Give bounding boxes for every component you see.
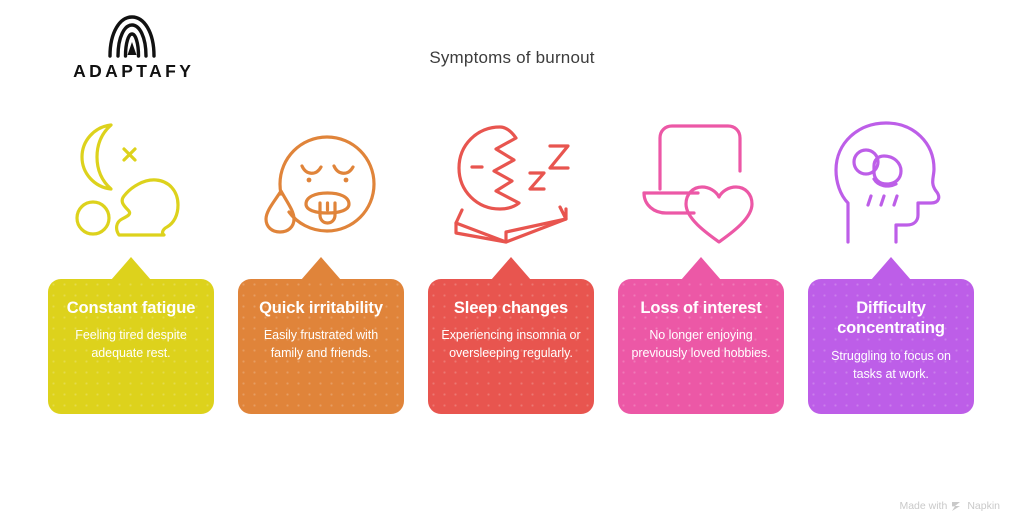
card-sleep-changes[interactable]: Sleep changes Experiencing insomnia or o… [428, 255, 594, 414]
card-notch [681, 257, 721, 280]
card-loss-of-interest[interactable]: Loss of interest No longer enjoying prev… [618, 255, 784, 414]
adaptafy-inner-triangle [127, 42, 137, 55]
napkin-label: Napkin [967, 500, 1000, 512]
brand-name: ADAPTAFY [73, 61, 195, 81]
crescent-moon-sparkle-exhausted-person-icon [75, 123, 180, 237]
made-with-label: Made with [899, 500, 948, 512]
symptom-column-quick-irritability: Quick irritability Easily frustrated wit… [238, 105, 404, 414]
card-notch [111, 257, 151, 280]
card-notch [301, 257, 341, 280]
card-title: Loss of interest [640, 299, 762, 317]
symptom-column-difficulty-concentrating: Difficulty concentrating Struggling to f… [808, 105, 974, 414]
card-title: Constant fatigue [66, 299, 196, 317]
card-difficulty-concentrating[interactable]: Difficulty concentrating Struggling to f… [808, 255, 974, 414]
card-description: No longer enjoying previously loved hobb… [631, 328, 771, 361]
card-body: Difficulty concentrating Struggling to f… [808, 279, 974, 414]
icon-loss-of-interest [618, 105, 784, 255]
symptom-column-constant-fatigue: Constant fatigue Feeling tired despite a… [48, 105, 214, 414]
icon-difficulty-concentrating [808, 105, 974, 255]
icon-sleep-changes [428, 105, 594, 255]
made-with-napkin-credit[interactable]: Made with Napkin [899, 500, 1000, 512]
icon-quick-irritability [238, 105, 404, 255]
card-body: Loss of interest No longer enjoying prev… [618, 279, 784, 414]
card-quick-irritability[interactable]: Quick irritability Easily frustrated wit… [238, 255, 404, 414]
card-constant-fatigue[interactable]: Constant fatigue Feeling tired despite a… [48, 255, 214, 414]
card-description: Easily frustrated with family and friend… [263, 328, 379, 361]
napkin-logo-icon [952, 501, 961, 511]
symptom-columns: Constant fatigue Feeling tired despite a… [48, 105, 976, 414]
card-title: Difficulty concentrating [837, 299, 945, 338]
card-body: Sleep changes Experiencing insomnia or o… [428, 279, 594, 414]
card-title: Sleep changes [453, 299, 569, 317]
sleeping-moon-bed-zzz-icon [454, 125, 570, 244]
card-description: Struggling to focus on tasks at work. [831, 348, 951, 381]
card-notch [871, 257, 911, 280]
card-notch [491, 257, 531, 280]
head-profile-rain-cloud-icon [834, 121, 941, 244]
adaptafy-arch-logo-icon [108, 15, 156, 58]
icon-constant-fatigue [48, 105, 214, 255]
laptop-heart-icon [642, 124, 754, 244]
symptom-column-sleep-changes: Sleep changes Experiencing insomnia or o… [428, 105, 594, 414]
brand-logo: ADAPTAFY [57, 14, 207, 81]
page-title: Symptoms of burnout [429, 48, 595, 67]
header: ADAPTAFY Symptoms of burnout [0, 0, 1024, 100]
weary-face-sweat-drop-tongue-out-icon [264, 135, 376, 234]
card-body: Quick irritability Easily frustrated wit… [238, 279, 404, 414]
card-body: Constant fatigue Feeling tired despite a… [48, 279, 214, 414]
symptom-column-loss-of-interest: Loss of interest No longer enjoying prev… [618, 105, 784, 414]
card-title: Quick irritability [259, 299, 383, 317]
card-description: Feeling tired despite adequate rest. [75, 328, 187, 361]
card-description: Experiencing insomnia or oversleeping re… [441, 328, 581, 361]
